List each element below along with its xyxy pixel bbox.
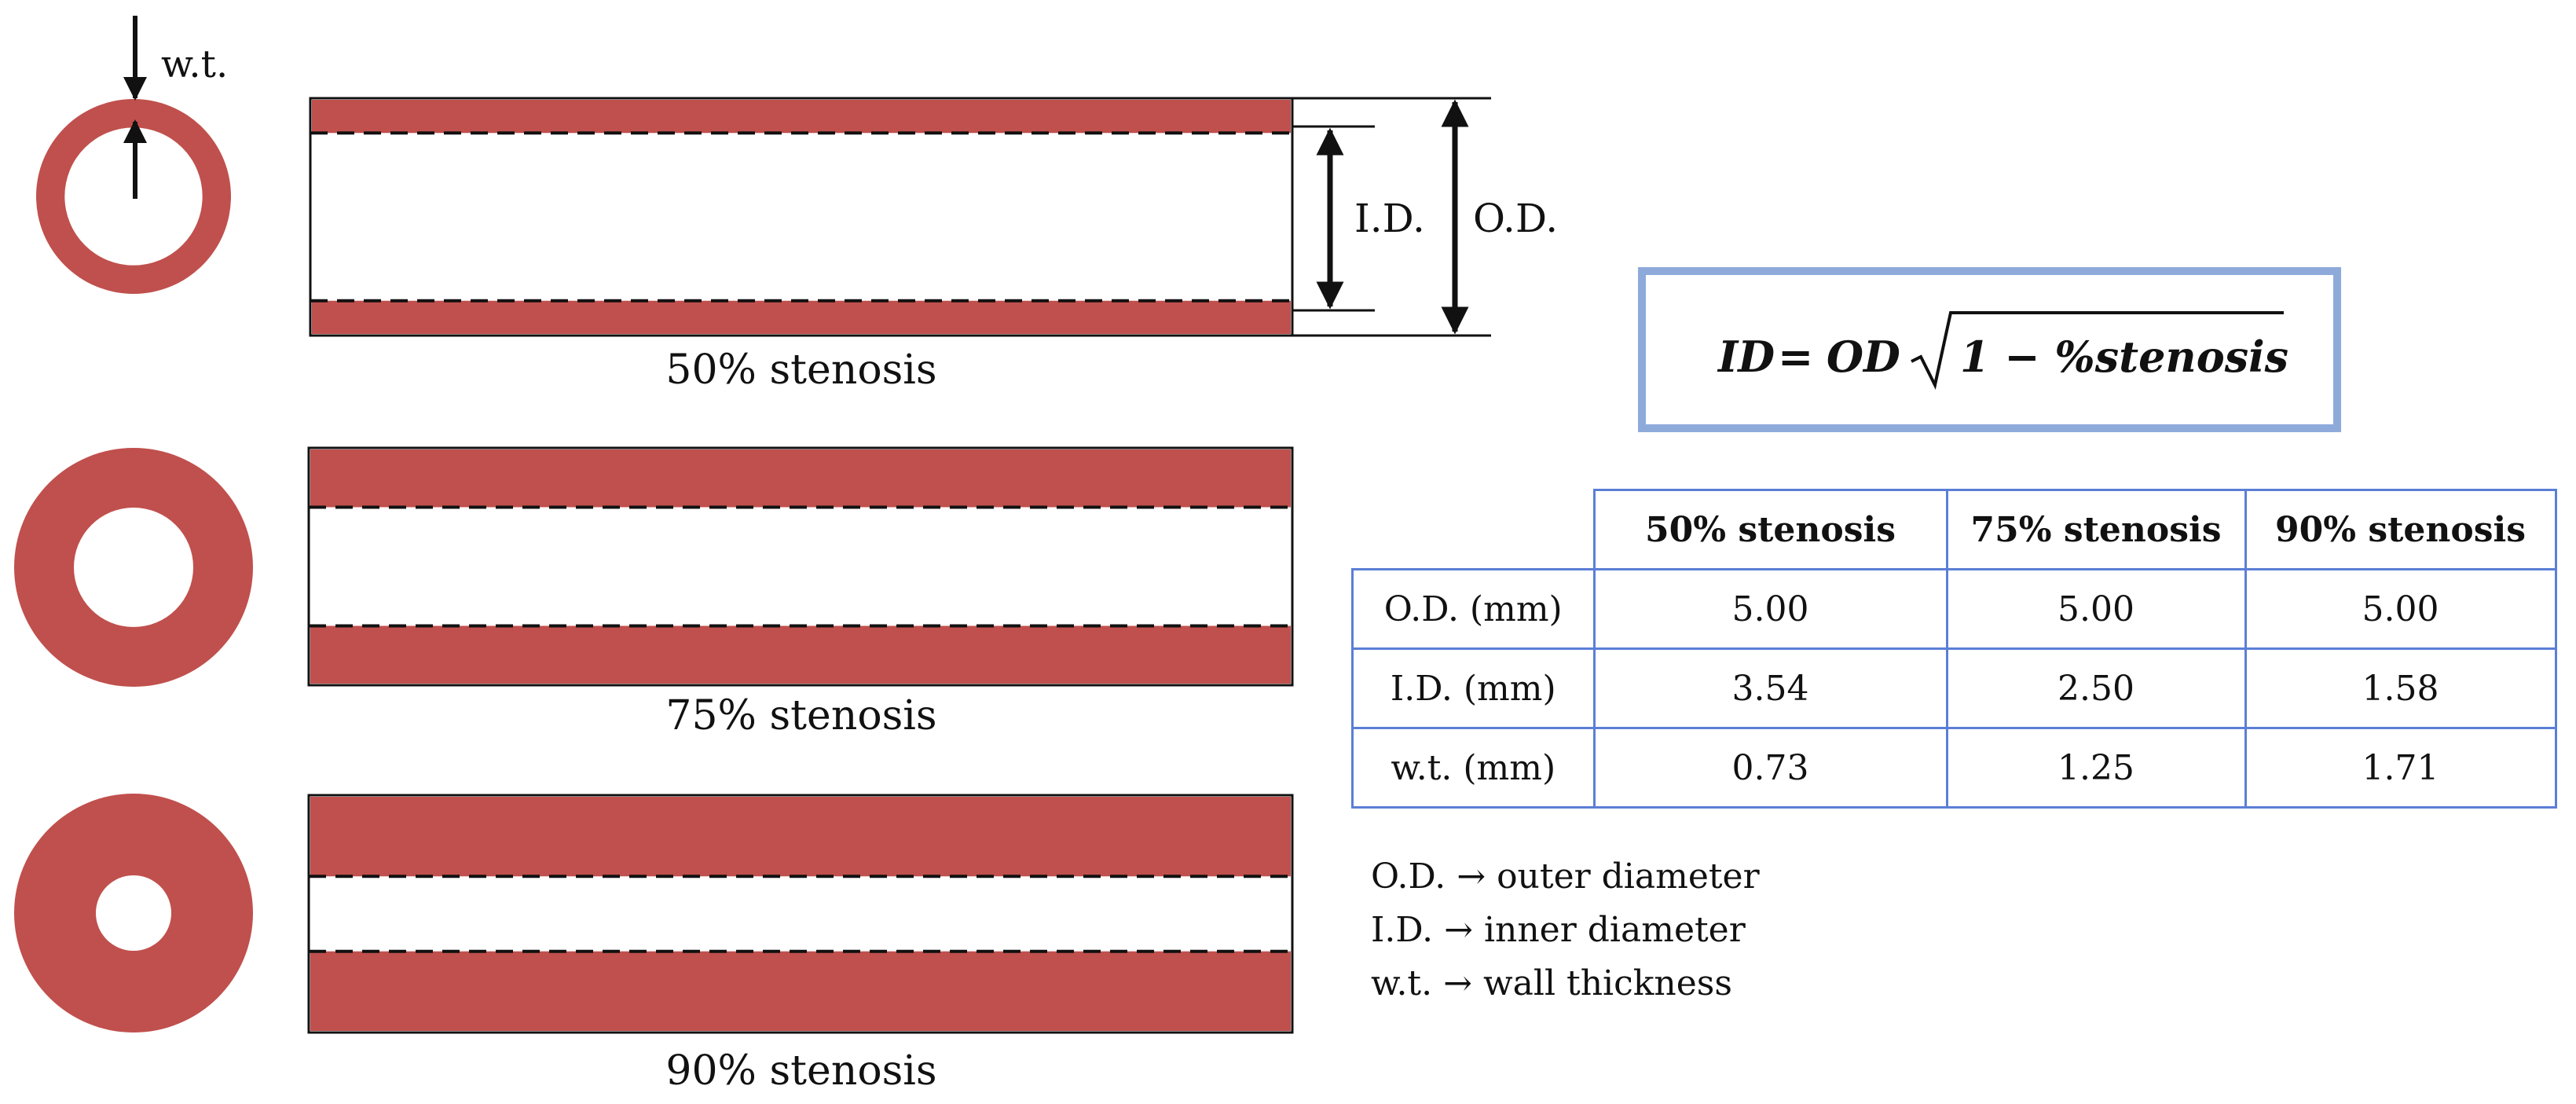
table-cell: 1.71 — [2244, 727, 2557, 809]
table-corner — [1352, 490, 1596, 570]
table-cell: 0.73 — [1592, 727, 1948, 809]
row-label: w.t. (mm) — [1351, 727, 1596, 809]
tube-wall-top-90 — [310, 797, 1291, 877]
wt-label: w.t. — [161, 42, 228, 86]
table-cell: 3.54 — [1592, 647, 1948, 729]
od-label: O.D. — [1473, 196, 1558, 241]
column-header: 50% stenosis — [1592, 489, 1948, 570]
legend-meaning: inner diameter — [1483, 910, 1746, 950]
legend-abbr: w.t. — [1371, 963, 1433, 1003]
table-row: O.D. (mm) 5.00 5.00 5.00 — [1351, 568, 2557, 650]
tube-50 — [309, 97, 1294, 337]
legend-abbr: O.D. — [1371, 856, 1446, 897]
tube-wall-bottom-75 — [310, 625, 1291, 684]
formula: ID = OD 1 − %stenosis — [1717, 311, 2288, 390]
table-row: w.t. (mm) 0.73 1.25 1.71 — [1351, 727, 2557, 809]
vessel-label-50: 50% stenosis — [665, 347, 936, 394]
formula-radicand: 1 − %stenosis — [1960, 332, 2288, 382]
formula-lhs: ID — [1717, 332, 1775, 382]
legend-item: I.D. → inner diameter — [1371, 904, 1760, 957]
formula-equals: = — [1778, 332, 1813, 382]
table-cell: 2.50 — [1945, 647, 2247, 729]
vessel-50: 50% stenosis — [36, 97, 1294, 394]
legend-item: w.t. → wall thickness — [1371, 957, 1760, 1010]
table-cell: 1.25 — [1945, 727, 2247, 809]
legend-abbr: I.D. — [1371, 910, 1434, 950]
vessel-label-75: 75% stenosis — [665, 692, 936, 739]
formula-od: OD — [1827, 332, 1900, 382]
legend-meaning: outer diameter — [1497, 856, 1760, 897]
abbreviation-legend: O.D. → outer diameter I.D. → inner diame… — [1371, 850, 1760, 1010]
tube-wall-bottom-90 — [310, 951, 1291, 1031]
tube-wall-top-75 — [310, 449, 1291, 508]
lumen-90 — [95, 875, 172, 952]
vessel-75: 75% stenosis — [14, 446, 1294, 739]
table-cell: 5.00 — [1945, 568, 2247, 650]
legend-arrow-icon: → — [1444, 910, 1473, 950]
table-header-row: 50% stenosis 75% stenosis 90% stenosis — [1352, 489, 2557, 570]
formula-box: ID = OD 1 − %stenosis — [1638, 267, 2341, 432]
tube-wall-top-50 — [312, 100, 1291, 134]
table-cell: 5.00 — [1592, 568, 1948, 650]
vessel-label-90: 90% stenosis — [665, 1047, 936, 1095]
row-label: I.D. (mm) — [1351, 647, 1596, 729]
wall-thickness-annotation: w.t. — [123, 16, 228, 199]
table-cell: 5.00 — [2244, 568, 2557, 650]
column-header: 75% stenosis — [1945, 489, 2247, 570]
legend-arrow-icon: → — [1443, 963, 1472, 1003]
lumen-75 — [74, 508, 193, 627]
id-label: I.D. — [1354, 196, 1425, 241]
legend-meaning: wall thickness — [1482, 963, 1732, 1003]
vessel-90: 90% stenosis — [14, 794, 1294, 1095]
column-header: 90% stenosis — [2244, 489, 2557, 570]
table-row: I.D. (mm) 3.54 2.50 1.58 — [1351, 647, 2557, 729]
legend-item: O.D. → outer diameter — [1371, 850, 1760, 904]
radical-sign — [1911, 311, 2284, 390]
table-cell: 1.58 — [2244, 647, 2557, 729]
dimensions-table: 50% stenosis 75% stenosis 90% stenosis O… — [1351, 489, 2557, 809]
legend-arrow-icon: → — [1457, 856, 1486, 897]
row-label: O.D. (mm) — [1351, 568, 1596, 650]
diameter-annotation: I.D. O.D. — [1292, 97, 1558, 337]
tube-wall-bottom-50 — [312, 300, 1291, 334]
